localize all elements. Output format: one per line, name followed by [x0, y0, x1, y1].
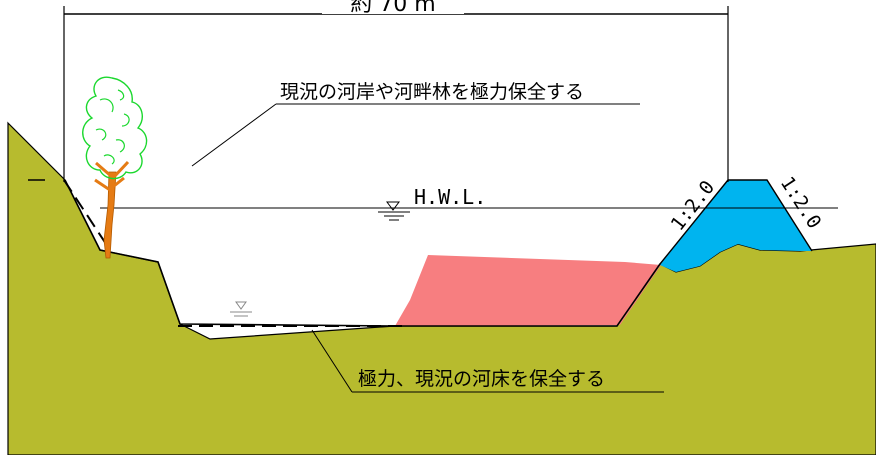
bed-conservation-label: 極力、現況の河床を保全する [358, 368, 605, 390]
bank-callout-leader [191, 103, 277, 167]
lwl-marker-icon [230, 301, 252, 317]
hwl-label: H.W.L. [414, 185, 486, 209]
current-bed-dashed-line [63, 179, 402, 327]
width-label: 約 70 m [350, 0, 435, 17]
riparian-tree-icon [82, 76, 148, 259]
hwl-marker-icon [378, 201, 410, 221]
embankment-outline [659, 179, 813, 265]
width-dimension: 約 70 m [63, 0, 729, 182]
channel-outline [64, 179, 661, 327]
pink-bank-zone [395, 255, 661, 326]
bank-conservation-label: 現況の河岸や河畔林を極力保全する [280, 81, 584, 103]
embankment [660, 180, 812, 272]
bed-callout-leader [311, 329, 353, 393]
